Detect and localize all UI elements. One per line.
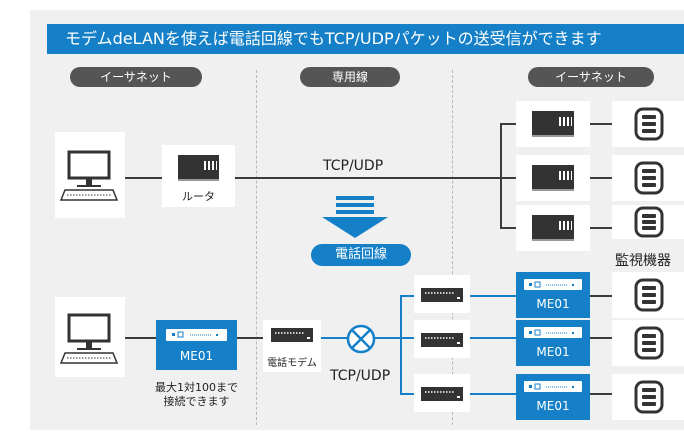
computer-icon <box>59 313 119 364</box>
me01-capacity-note: 最大1対100まで 接続できます <box>140 381 253 409</box>
router-icon <box>532 215 574 241</box>
link-hub-branch-1 <box>500 123 516 125</box>
me01-capacity-line-2: 接続できます <box>163 395 230 408</box>
server-icon <box>634 278 664 312</box>
me01-device-icon <box>166 329 227 341</box>
monitoring-device-5 <box>612 320 684 366</box>
me01-device-icon <box>524 327 582 338</box>
me01-remote-3: ME01 <box>516 374 590 420</box>
phone-modem-remote-1 <box>414 275 470 313</box>
link-router-to-device-1 <box>590 123 612 125</box>
section-label-ethernet-right: イーサネット <box>528 67 654 87</box>
router-device: ルータ <box>162 145 235 207</box>
pc-ethernet-top <box>55 132 125 218</box>
router-icon <box>532 165 574 191</box>
me01-device-icon <box>524 279 582 290</box>
phone-modem-remote-3 <box>414 374 470 412</box>
me01-remote-1-label: ME01 <box>536 297 570 311</box>
server-icon <box>634 380 664 414</box>
link-hub-bottom-vertical <box>400 295 402 395</box>
section-label-dedicated-line: 専用線 <box>300 67 400 87</box>
phone-modem-remote-2 <box>414 320 470 358</box>
phone-modem-label: 電話モデム <box>267 358 317 369</box>
server-icon <box>634 161 664 195</box>
link-modem-to-exchange <box>321 337 347 339</box>
remote-router-3 <box>516 205 590 251</box>
monitoring-device-3 <box>612 205 684 239</box>
router-label: ルータ <box>182 190 215 203</box>
link-hub-vertical <box>500 123 502 229</box>
me01-remote-1: ME01 <box>516 272 590 318</box>
modem-icon <box>421 288 463 302</box>
monitoring-device-6 <box>612 374 684 420</box>
link-hub-branch-2 <box>500 177 516 179</box>
link-router-to-device-2 <box>590 177 612 179</box>
link-pc-to-router <box>125 177 162 179</box>
remote-router-1 <box>516 101 590 147</box>
diagram-title: モデムdeLANを使えば電話回線でもTCP/UDPパケットの送受信ができます <box>47 24 684 54</box>
phone-modem-local: 電話モデム <box>263 320 321 372</box>
link-hub-bottom-branch-1 <box>400 295 414 297</box>
server-icon <box>634 326 664 360</box>
monitoring-devices-label: 監視機器 <box>615 253 671 269</box>
router-icon <box>178 155 219 181</box>
bottom-protocol-label: TCP/UDP <box>330 368 391 384</box>
phone-line-pill: 電話回線 <box>311 244 411 266</box>
modem-icon <box>271 328 313 342</box>
link-me01-to-device-5 <box>590 337 612 339</box>
computer-icon <box>59 150 119 201</box>
me01-remote-3-label: ME01 <box>536 399 570 413</box>
me01-local: ME01 <box>156 320 237 370</box>
link-router-to-hub <box>235 177 500 179</box>
link-me01-to-device-4 <box>590 295 612 297</box>
me01-local-label: ME01 <box>179 349 214 363</box>
server-icon <box>634 107 664 141</box>
section-divider-left <box>256 70 257 425</box>
link-modem-to-me01-3 <box>470 393 516 395</box>
monitoring-device-1 <box>612 101 684 147</box>
link-modem-to-me01-2 <box>470 337 516 339</box>
down-arrow-icon <box>322 196 388 238</box>
modem-icon <box>421 333 463 347</box>
link-exchange-to-hub <box>375 337 400 339</box>
router-icon <box>532 111 574 137</box>
monitoring-device-4 <box>612 272 684 318</box>
section-label-ethernet-left: イーサネット <box>70 67 202 87</box>
pc-ethernet-bottom <box>55 297 125 377</box>
section-divider-right <box>452 70 453 425</box>
link-router-to-device-3 <box>590 227 612 229</box>
link-me01-to-device-6 <box>590 393 612 395</box>
me01-capacity-line-1: 最大1対100まで <box>155 381 238 394</box>
link-hub-bottom-branch-2 <box>400 337 414 339</box>
me01-remote-2: ME01 <box>516 320 590 366</box>
monitoring-device-2 <box>612 155 684 201</box>
me01-remote-2-label: ME01 <box>536 345 570 359</box>
link-hub-bottom-branch-3 <box>400 393 414 395</box>
link-me01-to-modem <box>237 337 263 339</box>
link-hub-branch-3 <box>500 227 516 229</box>
link-pc-to-me01 <box>125 337 156 339</box>
exchange-crossed-circle-icon <box>346 324 376 354</box>
me01-device-icon <box>524 381 582 392</box>
server-icon <box>634 206 664 238</box>
modem-icon <box>421 387 463 401</box>
top-protocol-label: TCP/UDP <box>323 158 384 174</box>
remote-router-2 <box>516 155 590 201</box>
link-modem-to-me01-1 <box>470 295 516 297</box>
